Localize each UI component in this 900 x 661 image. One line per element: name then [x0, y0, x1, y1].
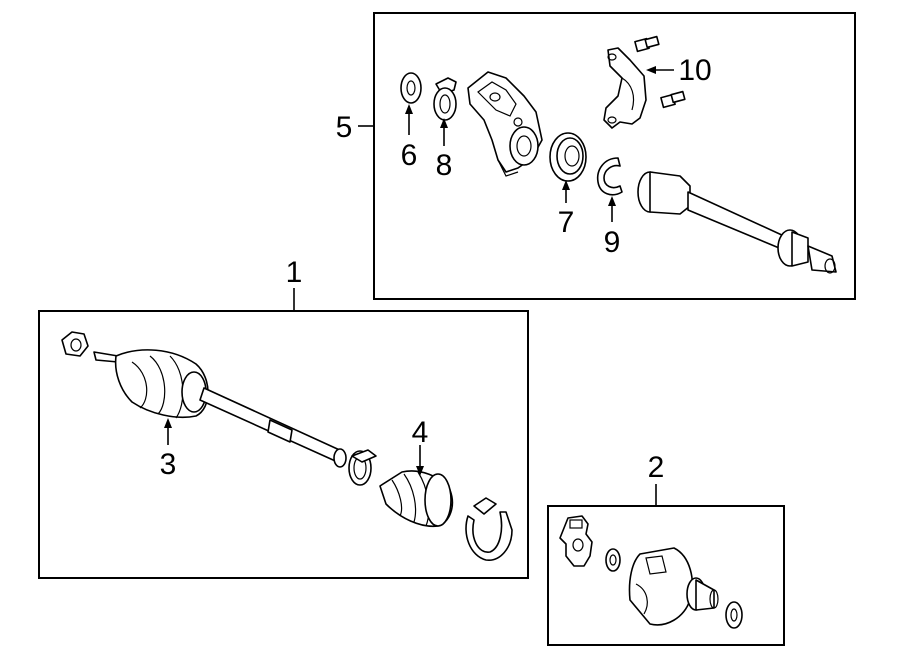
boot-clamp-small [348, 449, 377, 486]
callout-4: 4 [412, 416, 429, 449]
boot-clamp-large [465, 497, 513, 561]
inner-joint-housing [628, 547, 719, 626]
callout-9: 9 [604, 226, 621, 259]
leader-lines [164, 66, 674, 506]
arrow-7 [562, 180, 570, 190]
support-cap-part-10 [603, 47, 647, 129]
joint-washer [605, 548, 621, 572]
callout-1: 1 [286, 256, 303, 289]
snap-ring-part-9 [596, 157, 623, 196]
callout-8: 8 [436, 149, 453, 182]
intermediate-shaft [637, 171, 837, 274]
joint-snap-ring [725, 601, 743, 629]
inner-boot-part-4 [379, 470, 454, 528]
bolt-upper [634, 35, 660, 53]
callout-10: 10 [678, 54, 711, 87]
arrow-6 [405, 104, 413, 114]
clip-part-8 [433, 77, 457, 121]
bearing-bracket [467, 71, 543, 177]
callout-3: 3 [160, 448, 177, 481]
arrow-3 [164, 418, 172, 428]
arrow-9 [608, 196, 616, 206]
axle-nut [61, 331, 89, 357]
callout-6: 6 [401, 139, 418, 172]
arrow-4 [416, 466, 424, 476]
callout-2: 2 [648, 451, 665, 484]
tripod-joint [559, 515, 593, 567]
bolt-lower [660, 90, 686, 109]
callout-5: 5 [336, 111, 353, 144]
arrow-8 [440, 118, 448, 128]
washer-part-6 [400, 72, 422, 104]
arrow-10 [646, 66, 656, 74]
bearing-part-7 [549, 132, 587, 182]
callout-7: 7 [558, 206, 575, 239]
axle-shaft [199, 387, 347, 468]
drive-shaft-group-box [38, 310, 529, 579]
